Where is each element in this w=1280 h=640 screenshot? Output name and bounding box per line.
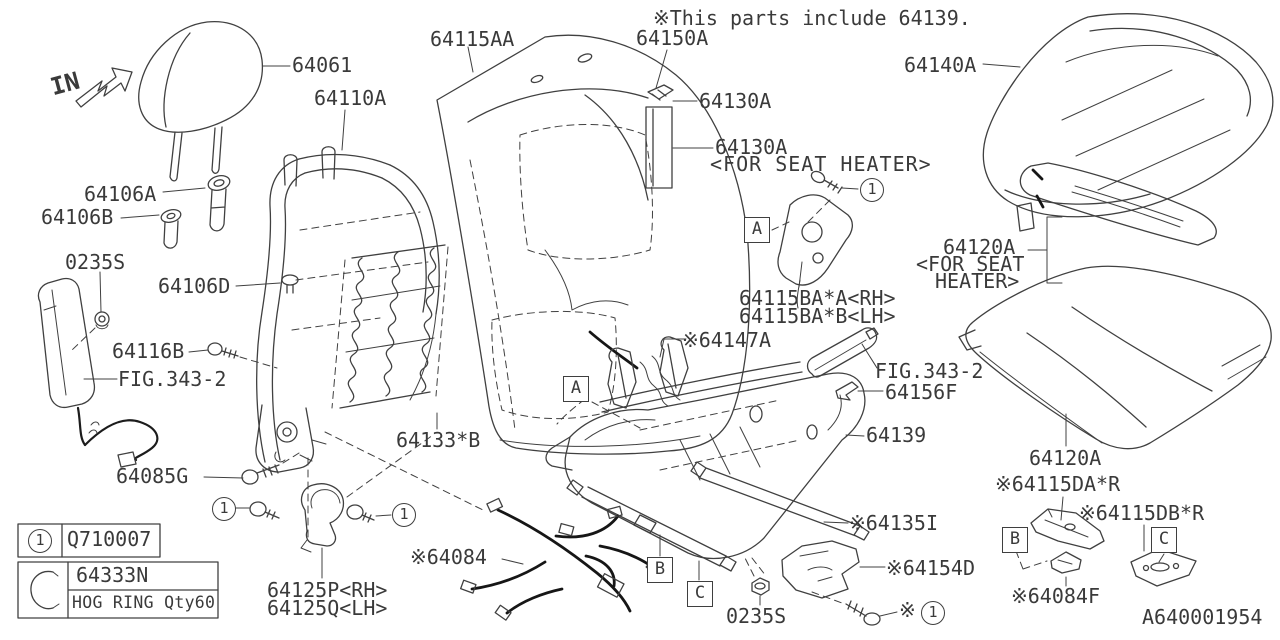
seat-heater-64120A	[1016, 162, 1217, 284]
label-64133B: 64133*B	[396, 428, 481, 452]
brackets-right-bottom	[1015, 496, 1197, 587]
harness-64084	[460, 497, 663, 621]
label-64115DA: ※64115DA*R	[995, 472, 1121, 496]
ref-mark: ※	[899, 598, 916, 622]
label-64106A: 64106A	[84, 182, 157, 206]
section-box-b2: B	[1002, 527, 1028, 553]
label-64156F: 64156F	[885, 380, 958, 404]
label-64154D: ※64154D	[886, 556, 976, 580]
label-64110A: 64110A	[314, 86, 387, 110]
label-64115BA-lh: 64115BA*B<LH>	[739, 304, 896, 328]
label-64130A-heater: 64130A	[715, 135, 788, 159]
label-heater-tag: <FOR SEAT HEATER>	[710, 152, 932, 176]
callout-1-legend: 1	[28, 529, 52, 553]
label-64130A: 64130A	[699, 89, 772, 113]
fasteners-left	[71, 175, 300, 485]
label-64115BA-rh: 64115BA*A<RH>	[739, 286, 896, 310]
airbag-module-fig343	[37, 277, 159, 468]
label-64135I: ※64135I	[849, 511, 939, 535]
section-box-b1: B	[647, 557, 673, 583]
label-64115DB: ※64115DB*R	[1079, 501, 1205, 525]
cushion-pad-64140A	[982, 13, 1274, 218]
callout-1-d: 1	[921, 601, 945, 625]
section-box-a1: A	[744, 217, 770, 243]
spring-mat-64133	[331, 244, 449, 430]
section-box-c2: C	[1151, 527, 1177, 553]
note-label: ※This parts include 64139.	[653, 6, 971, 30]
label-64115AA: 64115AA	[430, 27, 515, 51]
label-64125Q: 64125Q<LH>	[267, 596, 388, 620]
legend-part-q710007: Q710007	[67, 527, 152, 551]
in-arrow-icon	[75, 67, 133, 108]
label-64085G: 64085G	[116, 464, 189, 488]
label-64120A-heater: 64120A	[943, 235, 1016, 259]
label-64116B: 64116B	[112, 339, 185, 363]
cushion-frame-64139	[545, 336, 870, 581]
label-64106B: 64106B	[41, 205, 114, 229]
legend-part-64333N: 64333N	[76, 563, 149, 587]
label-for-seat: <FOR SEAT	[916, 252, 1025, 276]
label-0235S-upper: 0235S	[65, 250, 126, 274]
label-64120A-cover: 64120A	[1029, 446, 1102, 470]
label-64125P: 64125P<RH>	[267, 578, 388, 602]
seatback-frame-64110A	[255, 109, 440, 473]
label-64150A: 64150A	[636, 26, 709, 50]
height-rod-fig343	[659, 327, 884, 401]
headrest-64061	[138, 21, 291, 182]
label-64139: 64139	[866, 423, 927, 447]
legend-tables	[17, 523, 219, 619]
callout-1-c: 1	[860, 178, 884, 202]
bracket-64130A	[645, 49, 714, 189]
cushion-cover-64120A	[958, 265, 1272, 450]
label-64061: 64061	[292, 53, 353, 77]
label-heater: HEATER>	[935, 269, 1020, 293]
bracket-64154D-group	[744, 540, 898, 626]
recliner-cover-64125	[233, 431, 484, 579]
callout-1-b: 1	[392, 503, 416, 527]
label-64084: ※64084	[410, 545, 487, 569]
callout-1-a: 1	[212, 497, 236, 521]
recliner-64115BA	[771, 170, 859, 309]
label-64147A: ※64147A	[682, 328, 772, 352]
section-box-a2: A	[563, 376, 589, 402]
legend-hog-ring-desc: HOG RING Qty60	[72, 593, 216, 612]
drawing-number: A640001954	[1142, 605, 1263, 629]
label-64084F: ※64084F	[1011, 584, 1101, 608]
label-fig343-left: FIG.343-2	[118, 367, 227, 391]
label-fig343-right: FIG.343-2	[875, 359, 984, 383]
label-64106D: 64106D	[158, 274, 231, 298]
label-0235S-lower: 0235S	[726, 604, 787, 628]
section-box-c1: C	[687, 581, 713, 607]
label-64140A: 64140A	[904, 53, 977, 77]
